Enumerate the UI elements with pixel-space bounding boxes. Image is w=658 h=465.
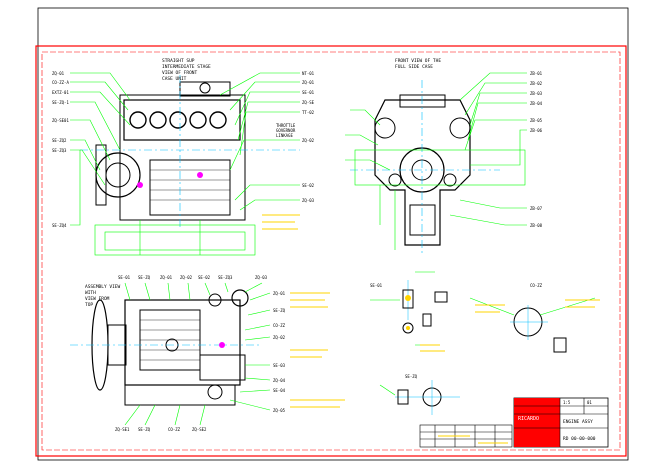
drawing-sheet: 01 bbox=[587, 400, 592, 405]
top-view-note-line: ASSEMBLY VIEW bbox=[85, 284, 121, 290]
detail-b: CO-ZZ bbox=[469, 283, 600, 353]
callout-label: ZQ-01 bbox=[52, 71, 65, 76]
callout-label: ZQ-05 bbox=[273, 408, 286, 413]
callout-label: CO-ZZ bbox=[273, 323, 286, 328]
red-drawing-frame bbox=[35, 45, 627, 457]
callout-label: SE-02 bbox=[198, 275, 211, 280]
callout-label: ZB-06 bbox=[530, 128, 543, 133]
callout-label: SE-04 bbox=[273, 388, 286, 393]
top-view-leaders bbox=[124, 282, 271, 426]
side-note-line: THROTTLE bbox=[276, 123, 296, 128]
callout-label: ZQ-02 bbox=[180, 275, 193, 280]
callout-label: ZB-08 bbox=[530, 223, 543, 228]
drawing-scale: 1:5 bbox=[563, 400, 571, 405]
top-view-engine bbox=[70, 289, 260, 406]
side-view-engine bbox=[80, 75, 300, 230]
detail-a: SE-01 bbox=[370, 271, 448, 352]
side-view-note-line: VIEW OF FRONT bbox=[162, 70, 198, 76]
top-view-callouts-right: ZQ-01 SE-ZQ CO-ZZ ZQ-02 SE-03 ZQ-04 SE-0… bbox=[273, 291, 286, 413]
revision-table-yellow bbox=[438, 435, 508, 444]
top-view-note-line: WITH bbox=[85, 290, 96, 296]
callout-label: SE-ZQ3 bbox=[218, 275, 233, 280]
callout-label: ZB-02 bbox=[530, 81, 543, 86]
side-note-line: GOVERNOR bbox=[276, 128, 296, 133]
callout-label: SE-ZQ3 bbox=[52, 148, 67, 153]
outer-border bbox=[37, 7, 629, 461]
front-view-note-line: FRONT VIEW OF THE bbox=[395, 58, 441, 64]
company-name: RICARDO bbox=[518, 416, 539, 422]
front-view-leaders bbox=[345, 72, 527, 250]
callout-label: ZQ-SE2 bbox=[192, 427, 207, 432]
callout-label: SE-ZQ bbox=[273, 308, 286, 313]
callout-label: ZQ-03 bbox=[302, 198, 315, 203]
callout-label: ZB-07 bbox=[530, 206, 543, 211]
side-view-callouts-right: NT-01 ZQ-01 SE-01 ZQ-SE TT-02 ZQ-02 SE-0… bbox=[302, 71, 315, 203]
top-view-callouts-top: SE-01 SE-ZQ ZQ-01 ZQ-02 SE-02 SE-ZQ3 ZQ-… bbox=[118, 275, 268, 280]
callout-label: ZB-04 bbox=[530, 101, 543, 106]
callout-label: ZQ-SE1 bbox=[115, 427, 130, 432]
callout-label: CO-ZZ-A bbox=[52, 80, 69, 85]
callout-label: ZQ-01 bbox=[160, 275, 173, 280]
front-view-engine bbox=[350, 80, 500, 255]
callout-label: SE-02 bbox=[302, 183, 315, 188]
title-block: RICARDO ENGINE ASSY RD 00-00-000 1:5 01 bbox=[513, 397, 609, 448]
callout-label: SE-ZQ2 bbox=[52, 138, 67, 143]
side-view-side-note: THROTTLE GOVERNOR LINKAGE bbox=[276, 123, 296, 138]
cylinder-row bbox=[129, 111, 227, 129]
side-note-line: LINKAGE bbox=[276, 133, 293, 138]
callout-label: SE-ZQ-1 bbox=[52, 100, 69, 105]
red-inner-frame bbox=[41, 51, 621, 451]
callout-label: ZQ-SE01 bbox=[52, 118, 69, 123]
callout-label: SE-01 bbox=[118, 275, 131, 280]
yellow-notes-left bbox=[262, 214, 300, 230]
callout-label: SE-ZQ4 bbox=[52, 223, 67, 228]
side-view-note: STRAIGHT SUP INTERMEDIATE STAGE VIEW OF … bbox=[162, 58, 211, 82]
front-view-note-line: FULL SIDE CASE bbox=[395, 64, 433, 70]
crank-pulley bbox=[95, 152, 141, 198]
detail-b-label: CO-ZZ bbox=[530, 283, 543, 288]
top-view-note: ASSEMBLY VIEW WITH VIEW FROM TOP bbox=[85, 284, 121, 308]
front-view-note: FRONT VIEW OF THE FULL SIDE CASE bbox=[395, 58, 441, 70]
callout-label: SE-01 bbox=[302, 90, 315, 95]
callout-label: ZQ-SE bbox=[302, 100, 315, 105]
side-view-leaders bbox=[70, 72, 300, 256]
callout-label: ZQ-02 bbox=[302, 138, 315, 143]
callout-label: ZQ-01 bbox=[302, 80, 315, 85]
callout-label: NT-01 bbox=[302, 71, 315, 76]
callout-label: SE-ZQ bbox=[138, 427, 151, 432]
callout-label: TT-02 bbox=[302, 110, 315, 115]
drawing-number: RD 00-00-000 bbox=[563, 436, 596, 442]
callout-label: ZB-01 bbox=[530, 71, 543, 76]
side-view-note-line: CASE UNIT bbox=[162, 76, 187, 82]
detail-a-label: SE-01 bbox=[370, 283, 383, 288]
callout-label: ZQ-04 bbox=[273, 378, 286, 383]
drawing-name: ENGINE ASSY bbox=[563, 419, 593, 425]
callout-label: ZB-03 bbox=[530, 91, 543, 96]
top-view-note-line: VIEW FROM bbox=[85, 296, 110, 302]
callout-label: EXTZ-01 bbox=[52, 90, 69, 95]
side-view-note-line: INTERMEDIATE STAGE bbox=[162, 64, 211, 70]
callout-label: SE-03 bbox=[273, 363, 286, 368]
side-view-note-line: STRAIGHT SUP bbox=[162, 58, 195, 64]
callout-label: ZQ-01 bbox=[273, 291, 286, 296]
callout-label: CO-ZZ bbox=[168, 427, 181, 432]
callout-label: SE-ZQ bbox=[138, 275, 151, 280]
revision-table bbox=[419, 424, 513, 448]
top-view-callouts-bottom: ZQ-SE1 SE-ZQ CO-ZZ ZQ-SE2 bbox=[115, 427, 207, 432]
yellow-notes-top-view bbox=[290, 292, 345, 408]
callout-label: ZQ-03 bbox=[255, 275, 268, 280]
front-view-callouts: ZB-01 ZB-02 ZB-03 ZB-04 ZB-05 ZB-06 ZB-0… bbox=[530, 71, 543, 228]
callout-label: ZB-05 bbox=[530, 118, 543, 123]
detail-c-label: SE-ZQ bbox=[405, 374, 418, 379]
top-view-note-line: TOP bbox=[85, 302, 93, 308]
title-block-red-panel bbox=[514, 398, 560, 447]
side-view-callouts-left: ZQ-01 CO-ZZ-A EXTZ-01 SE-ZQ-1 ZQ-SE01 SE… bbox=[52, 71, 69, 228]
detail-c: SE-ZQ bbox=[379, 374, 460, 415]
callout-label: ZQ-02 bbox=[273, 335, 286, 340]
